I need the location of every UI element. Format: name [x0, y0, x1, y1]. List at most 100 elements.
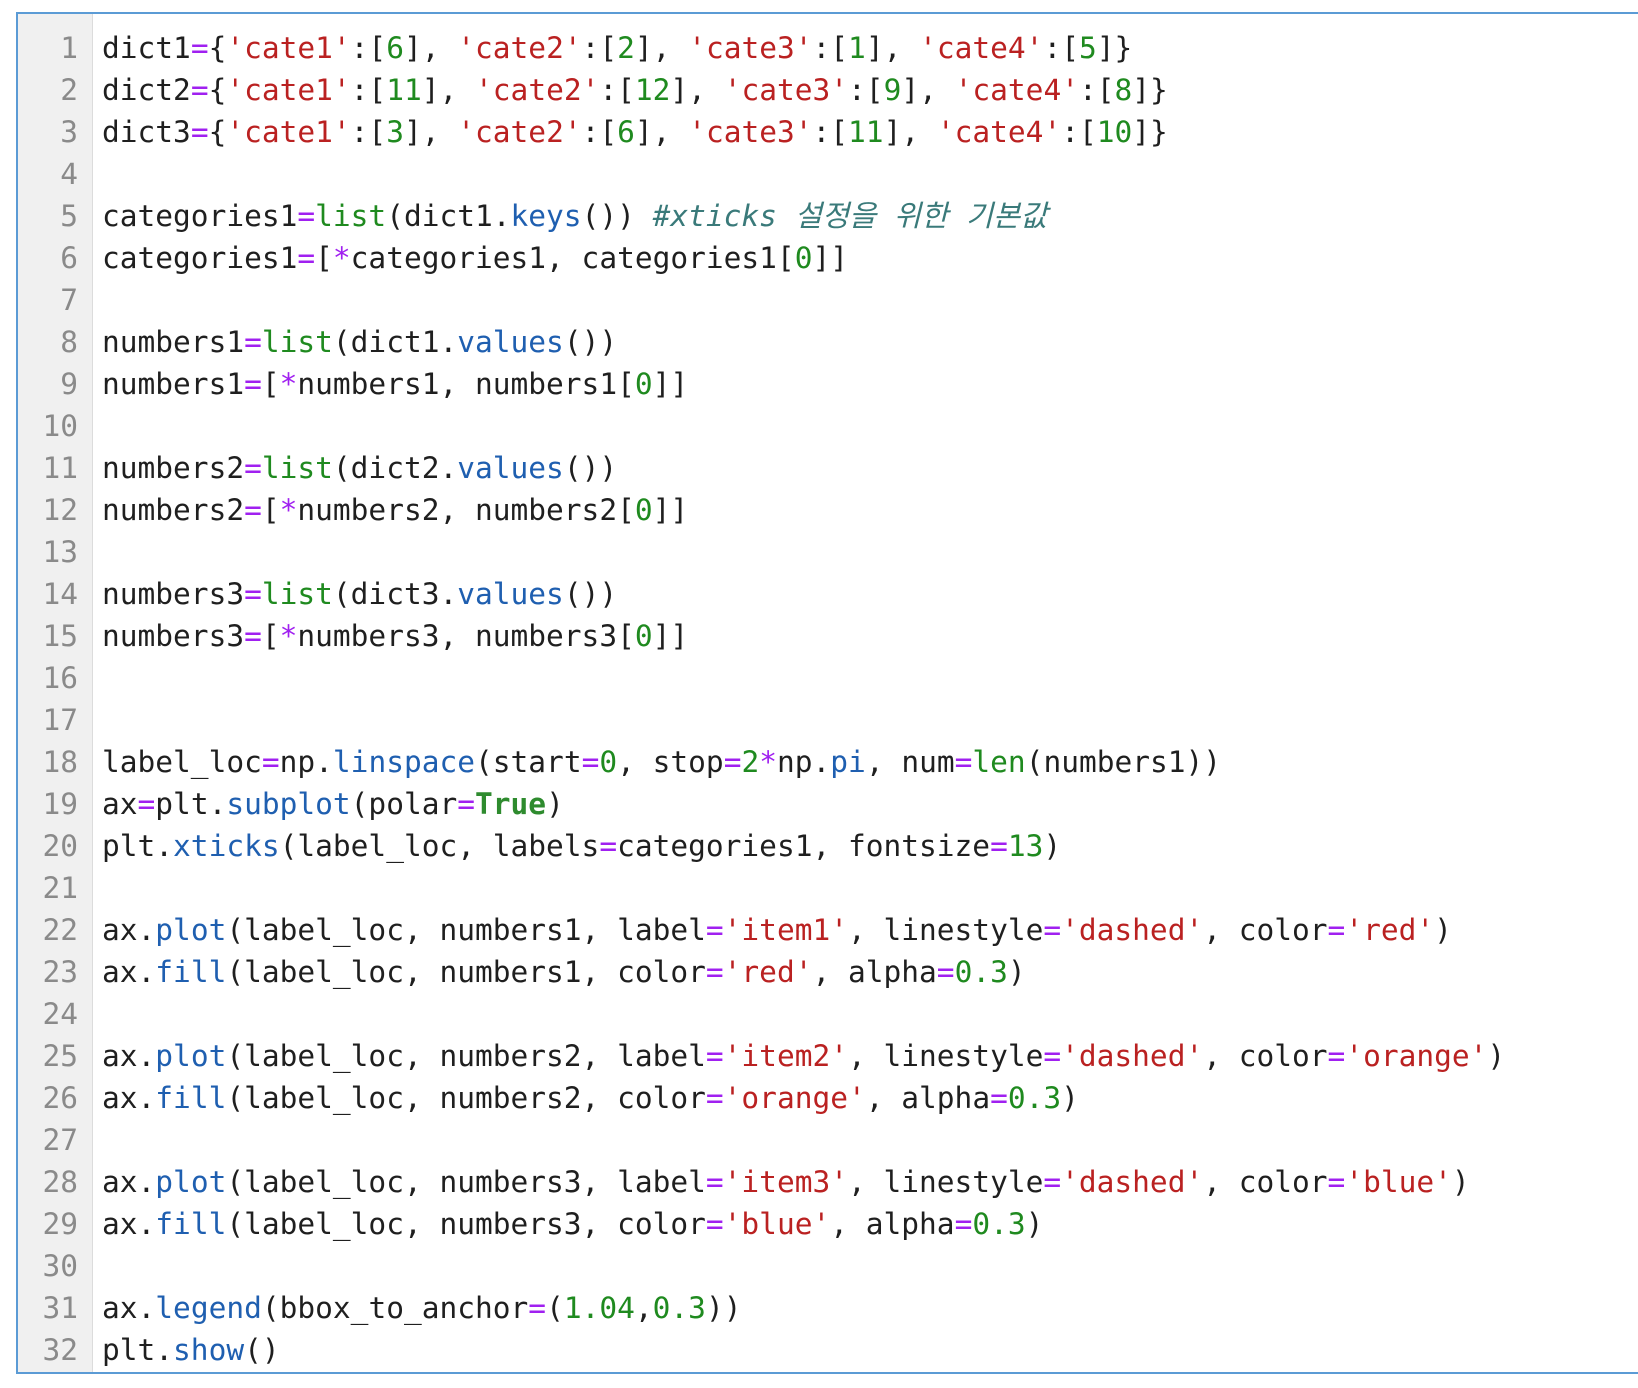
operator-token: = — [936, 955, 955, 989]
line-number: 5 — [60, 199, 78, 233]
operator-token: = — [705, 1207, 724, 1241]
builtin-token: len — [972, 745, 1026, 779]
attribute-token: legend — [155, 1291, 262, 1325]
line-code: ax=plt.subplot(polar=True) — [102, 783, 564, 825]
code-line[interactable]: 30 — [18, 1245, 1638, 1287]
code-text: (dict1. — [386, 199, 511, 233]
code-text: ) — [1007, 955, 1026, 989]
string-token: 'item2' — [723, 1039, 848, 1073]
code-text: ( — [546, 1291, 564, 1325]
keyword-token: True — [475, 787, 547, 821]
code-text: ()) — [563, 577, 618, 611]
attribute-token: keys — [510, 199, 582, 233]
string-token: 'cate4' — [954, 73, 1079, 107]
attribute-token: xticks — [173, 829, 280, 863]
code-line[interactable]: 4 — [18, 153, 1638, 195]
code-line[interactable]: 24 — [18, 993, 1638, 1035]
number-token: 5 — [1078, 31, 1097, 65]
line-number: 25 — [42, 1039, 78, 1073]
operator-token: = — [1327, 1165, 1346, 1199]
code-line[interactable]: 21 — [18, 867, 1638, 909]
code-text: ]] — [812, 241, 848, 275]
code-text: ], — [421, 73, 476, 107]
code-text: numbers1 — [102, 367, 245, 401]
line-number-gutter — [18, 14, 93, 1372]
line-number: 15 — [42, 619, 78, 653]
line-number: 20 — [42, 829, 78, 863]
line-code: plt.show() — [102, 1329, 280, 1371]
builtin-token: list — [261, 325, 333, 359]
operator-token: = — [297, 199, 316, 233]
attribute-token: fill — [155, 1207, 227, 1241]
code-text: plt. — [155, 787, 227, 821]
string-token: 'cate3' — [723, 73, 849, 107]
string-token: 'cate1' — [226, 31, 351, 65]
number-token: 0 — [794, 241, 813, 275]
code-text: (start — [475, 745, 582, 779]
code-text: [ — [261, 619, 280, 653]
number-token: 13 — [1007, 829, 1044, 863]
code-text: ) — [1061, 1081, 1079, 1115]
code-line[interactable]: 7 — [18, 279, 1638, 321]
code-text: :[ — [350, 31, 387, 65]
code-line[interactable]: 27 — [18, 1119, 1638, 1161]
code-line[interactable]: 13 — [18, 531, 1638, 573]
code-line[interactable]: 16 — [18, 657, 1638, 699]
code-text: dict1 — [102, 31, 191, 65]
code-text: ]] — [652, 619, 689, 653]
code-text: :[ — [350, 73, 387, 107]
attribute-token: subplot — [226, 787, 351, 821]
code-text: (label_loc, labels — [279, 829, 600, 863]
string-token: 'cate1' — [226, 73, 351, 107]
operator-token: = — [1327, 1039, 1346, 1073]
line-code: ax.fill(label_loc, numbers2, color='oran… — [102, 1077, 1079, 1119]
code-line[interactable]: 10 — [18, 405, 1638, 447]
code-text: ], — [634, 31, 689, 65]
number-token: 11 — [848, 115, 884, 149]
code-text: (dict3. — [332, 577, 458, 611]
operator-token: = — [190, 31, 209, 65]
string-token: 'cate2' — [457, 31, 582, 65]
code-text: numbers3 — [102, 577, 245, 611]
operator-token: = — [190, 73, 209, 107]
code-text: ]] — [652, 493, 689, 527]
code-line[interactable]: 17 — [18, 699, 1638, 741]
code-text: plt. — [102, 829, 174, 863]
code-text: ax. — [102, 1291, 156, 1325]
code-text: ax. — [102, 1165, 156, 1199]
line-code: dict1={'cate1':[6], 'cate2':[2], 'cate3'… — [102, 27, 1132, 69]
string-token: 'red' — [723, 955, 813, 989]
operator-token: * — [279, 619, 298, 653]
operator-token: = — [990, 829, 1008, 863]
operator-token: = — [1043, 1039, 1062, 1073]
operator-token: = — [297, 241, 316, 275]
code-text: numbers1 — [102, 325, 245, 359]
line-number: 18 — [42, 745, 78, 779]
string-token: 'cate4' — [936, 115, 1062, 149]
code-text: , linestyle — [847, 1039, 1044, 1073]
code-text: :[ — [350, 115, 387, 149]
